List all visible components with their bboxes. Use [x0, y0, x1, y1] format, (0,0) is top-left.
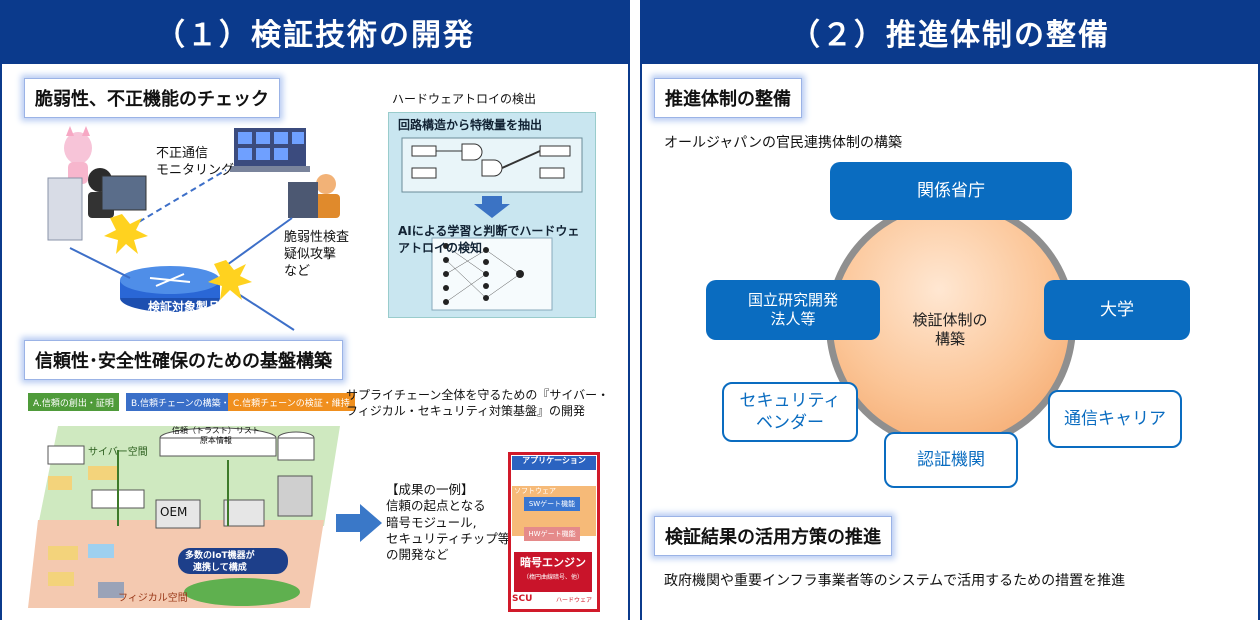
org-ministries: 関係省庁: [830, 162, 1072, 220]
left-panel: （１）検証技術の開発: [0, 0, 630, 620]
org-research-institutes: 国立研究開発 法人等: [706, 280, 880, 340]
attack-burst-icon: [208, 260, 252, 300]
promotion-section-title: 推進体制の整備: [654, 78, 802, 118]
cyber-space-label: サイバー空間: [88, 447, 148, 458]
promotion-subtitle: オールジャパンの官民連携体制の構築: [664, 135, 902, 151]
scu-app-label: アプリケーション: [512, 456, 596, 470]
right-panel-header: （２）推進体制の整備: [642, 0, 1258, 64]
physical-space-label: フィジカル空間: [118, 593, 188, 604]
org-telecom-carrier: 通信キャリア: [1048, 390, 1182, 448]
hacker-devil-icon: [64, 126, 92, 184]
tag-b: B.信頼チェーンの構築・流通: [126, 393, 253, 411]
org-certification-body: 認証機関: [884, 432, 1018, 488]
right-panel: （２）推進体制の整備: [640, 0, 1260, 620]
attack-burst-icon: [104, 214, 148, 254]
tester-pc-icon: [288, 174, 340, 218]
result-label: 【成果の一例】 信頼の起点となる 暗号モジュール, セキュリティチップ等 の開発…: [386, 482, 511, 562]
right-arrow-icon: [336, 504, 382, 542]
tag-c: C.信頼チェーンの検証・維持: [228, 393, 355, 411]
network-illustration: [47, 126, 340, 331]
attack-label: 脆弱性検査 疑似攻撃 など: [284, 230, 350, 279]
utilization-section-title: 検証結果の活用方策の推進: [654, 516, 892, 556]
scu-sw-gate: SWゲート機能: [524, 497, 580, 511]
scu-label: SCU: [512, 594, 533, 604]
monitoring-label: 不正通信 モニタリング: [156, 146, 235, 178]
product-label: 検証対象製品: [148, 300, 221, 314]
iot-label: 多数のIoT機器が 連携して構成: [185, 551, 255, 573]
scu-hardware-label: ハードウェア: [556, 597, 593, 604]
verification-center-label: 検証体制の 構築: [912, 310, 988, 349]
scu-software-label: ソフトウェア: [514, 487, 556, 495]
router-icon: [120, 266, 220, 312]
vulnerability-section-title: 脆弱性、不正機能のチェック: [24, 78, 280, 118]
org-security-vendor: セキュリティ ベンダー: [722, 382, 858, 442]
hacker-pc-icon: [47, 168, 147, 241]
scu-hw-gate: HWゲート機能: [524, 527, 580, 541]
trust-list-label: 信頼（トラスト）リスト 原本情報: [172, 426, 260, 446]
org-university: 大学: [1044, 280, 1190, 340]
tag-a: A.信頼の創出・証明: [28, 393, 119, 411]
monitoring-center-icon: [230, 128, 310, 172]
hw-step1-label: 回路構造から特徴量を抽出: [398, 118, 543, 132]
foundation-description: サプライチェーン全体を守るための『サイバー・ フィジカル・セキュリティ対策基盤』…: [346, 388, 610, 418]
trust-foundation-section-title: 信頼性･安全性確保のための基盤構築: [24, 340, 343, 380]
hw-trojan-caption: ハードウェアトロイの検出: [392, 92, 537, 106]
hw-step2-label: AIによる学習と判断でハードウェアトロイの検知: [398, 224, 580, 255]
scu-engine-sub: （楕円曲線暗号、他）: [522, 574, 583, 581]
utilization-text: 政府機関や重要インフラ事業者等のシステムで活用するための措置を推進: [664, 573, 1126, 589]
left-panel-header: （１）検証技術の開発: [2, 0, 628, 64]
cyber-physical-illustration: [28, 426, 340, 608]
oem-label: OEM: [160, 505, 188, 519]
hw-trojan-diagram: [401, 137, 583, 311]
scu-engine: 暗号エンジン: [514, 552, 592, 592]
